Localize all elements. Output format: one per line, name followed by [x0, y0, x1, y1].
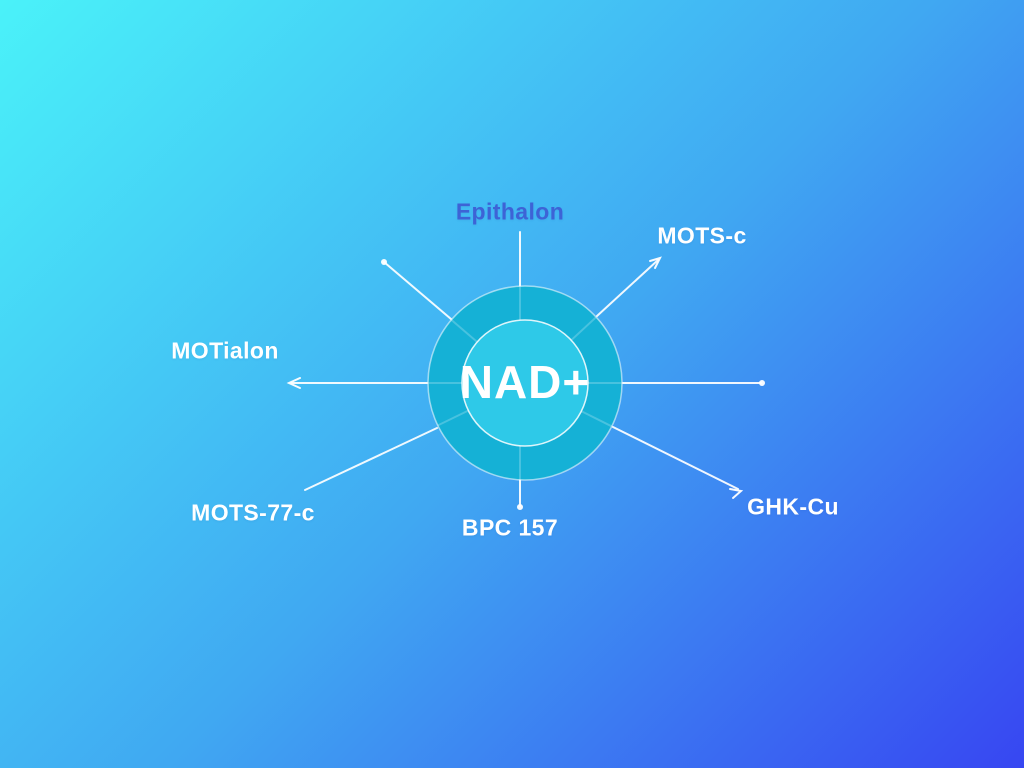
label-bpc-157: BPC 157	[461, 514, 559, 541]
label-epithalon: Epithalon	[455, 198, 565, 225]
label-motialon: MOTialon	[171, 337, 279, 364]
connector-line-bottomright-ghk-cu	[612, 426, 739, 490]
line-end-dot-topleft	[381, 259, 387, 265]
center-node-label: NAD+	[459, 355, 591, 408]
arrowhead-mots-c-icon	[649, 256, 662, 269]
connector-line-bottomleft-mots-77-c	[304, 427, 438, 491]
label-ghk-cu: GHK-Cu	[747, 493, 839, 520]
arrowhead-motialon-icon	[286, 377, 301, 389]
label-mots-c: MOTS-c	[657, 222, 747, 249]
label-mots-77-c: MOTS-77-c	[191, 499, 315, 526]
line-end-dot-bottom	[517, 504, 523, 510]
connector-line-topleft-unlabeled	[383, 261, 452, 320]
line-end-dot-right	[759, 380, 765, 386]
center-node-inner-circle	[461, 319, 589, 447]
arrowhead-ghk-cu-icon	[729, 488, 744, 499]
connector-line-topright-mots-c	[596, 259, 659, 317]
